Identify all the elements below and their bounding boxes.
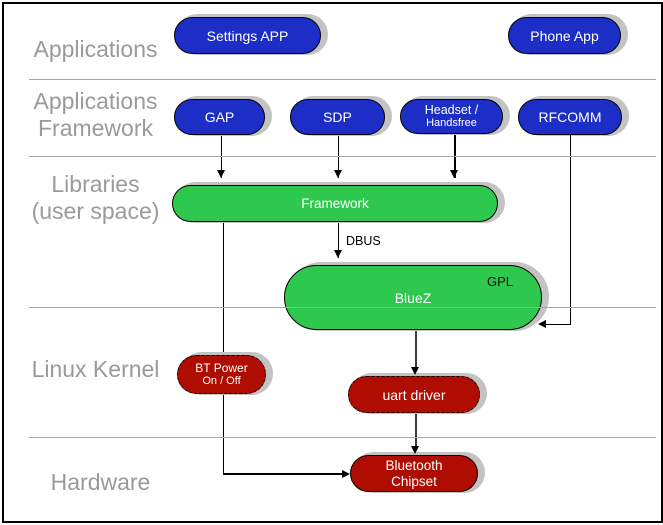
divider-applications bbox=[29, 79, 656, 80]
node-headset-handsfree: Headset / Handsfree bbox=[400, 99, 503, 134]
node-label-line2: Handsfree bbox=[426, 117, 477, 129]
node-label: GAP bbox=[204, 109, 235, 125]
node-uart-driver: uart driver bbox=[348, 376, 480, 413]
node-label-line2: On / Off bbox=[202, 374, 241, 387]
edge-label-dbus: DBUS bbox=[346, 234, 381, 248]
node-sdp: SDP bbox=[290, 99, 385, 135]
node-label: Phone App bbox=[530, 27, 599, 44]
node-label: uart driver bbox=[382, 386, 446, 403]
node-label: Framework bbox=[301, 195, 369, 211]
divider-framework bbox=[29, 156, 656, 157]
divider-libraries bbox=[29, 307, 656, 308]
layer-label-linux-kernel: Linux Kernel bbox=[31, 356, 160, 382]
node-label-line1: Headset / bbox=[424, 103, 479, 117]
node-label: Settings APP bbox=[206, 27, 289, 44]
node-bluetooth-chipset: Bluetooth Chipset bbox=[350, 455, 478, 492]
layer-label-libraries-user-space: Libraries (user space) bbox=[31, 171, 160, 224]
node-framework: Framework bbox=[172, 185, 498, 222]
node-bluez: BlueZ GPL bbox=[284, 265, 542, 330]
divider-linux-kernel bbox=[29, 437, 656, 438]
node-rfcomm: RFCOMM bbox=[518, 99, 622, 135]
layer-label-hardware: Hardware bbox=[50, 469, 151, 495]
node-gap: GAP bbox=[174, 99, 265, 135]
node-label-line1: BT Power bbox=[195, 360, 248, 375]
node-settings-app: Settings APP bbox=[174, 17, 321, 54]
node-label: RFCOMM bbox=[538, 109, 602, 125]
gpl-badge: GPL bbox=[486, 274, 513, 289]
layer-label-applications: Applications bbox=[33, 36, 158, 62]
node-label-line1: Bluetooth bbox=[385, 457, 443, 473]
layer-label-applications-framework: Applications Framework bbox=[33, 88, 158, 141]
node-label-line2: Chipset bbox=[391, 473, 437, 489]
node-phone-app: Phone App bbox=[508, 17, 621, 54]
node-bt-power: BT Power On / Off bbox=[177, 355, 266, 394]
node-label: SDP bbox=[323, 109, 352, 125]
node-label: BlueZ bbox=[394, 289, 432, 306]
